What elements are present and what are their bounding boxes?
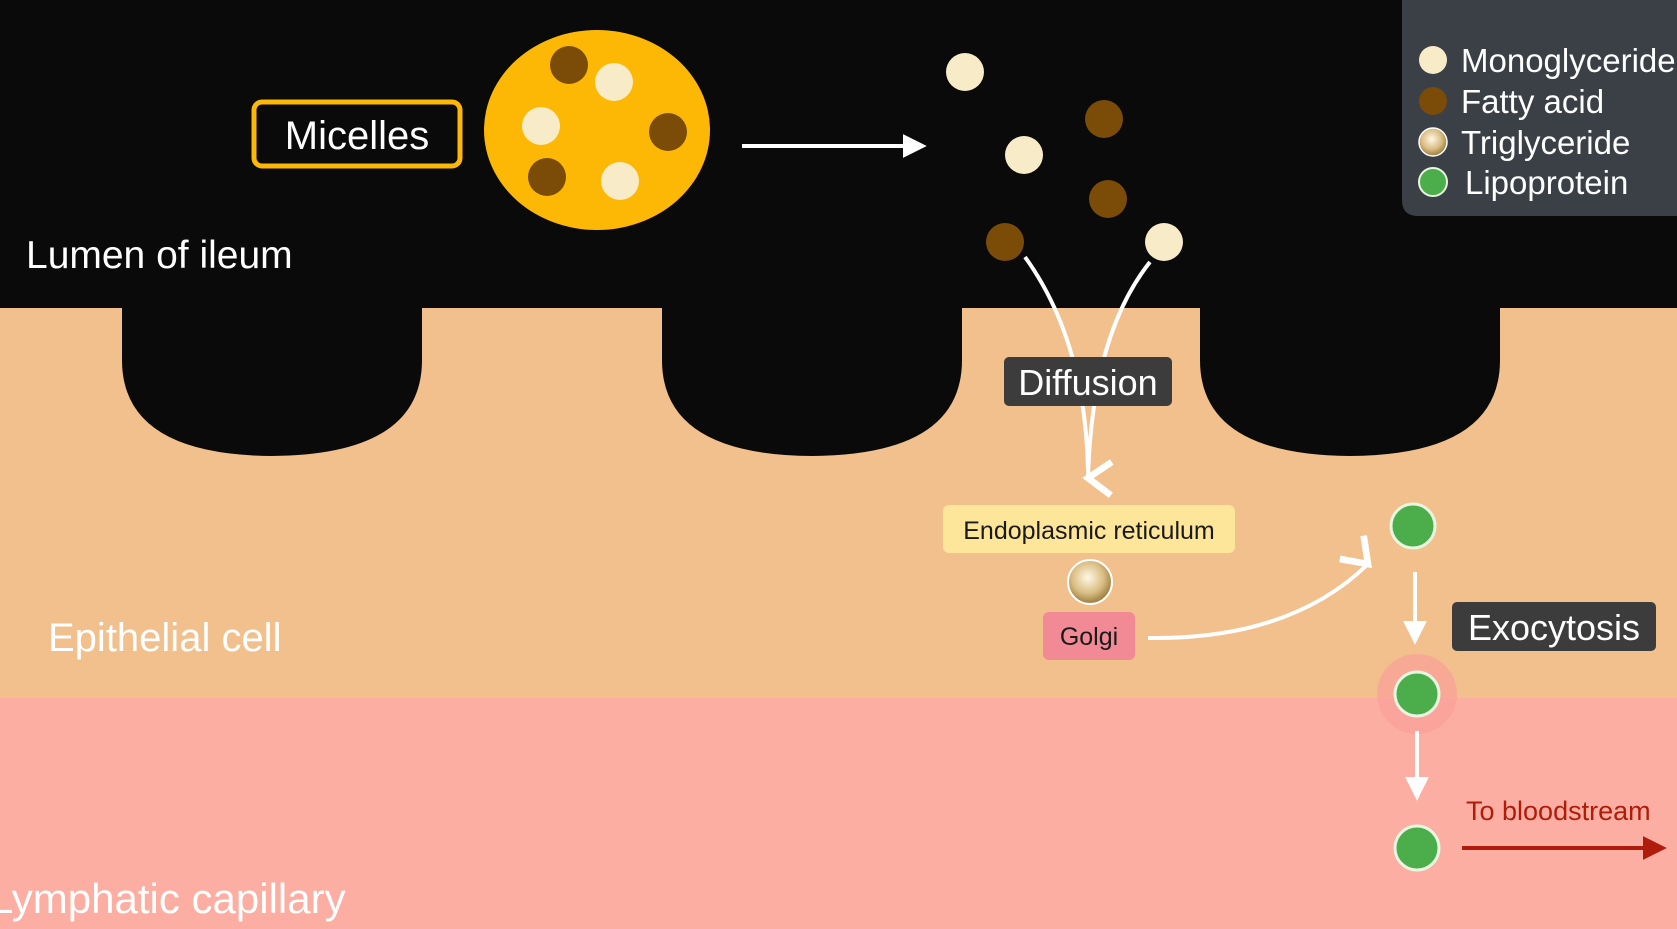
- er-box: [943, 505, 1235, 553]
- fatty-acid-dot: [649, 113, 687, 151]
- legend-label: Fatty acid: [1461, 83, 1604, 120]
- monoglyceride-free: [1005, 136, 1043, 174]
- golgi-box: [1043, 612, 1135, 660]
- legend: Monoglyceride Fatty acid Triglyceride Li…: [1402, 0, 1677, 216]
- villus-indent-3: [1200, 300, 1500, 456]
- triglyceride-swatch: [1418, 127, 1448, 157]
- diffusion-label: Diffusion: [1018, 362, 1157, 403]
- er-label: Endoplasmic reticulum: [963, 517, 1215, 545]
- legend-item-triglyceride: Triglyceride: [1418, 124, 1630, 161]
- exocytosis-label: Exocytosis: [1468, 607, 1640, 648]
- lipoprotein-membrane: [1393, 670, 1441, 718]
- villus-indent-1: [122, 300, 422, 456]
- legend-label: Monoglyceride: [1461, 42, 1676, 79]
- exocytosis-box: [1452, 602, 1656, 651]
- monoglyceride-dot: [601, 162, 639, 200]
- monoglyceride-dot: [522, 107, 560, 145]
- micelles-label: Micelles: [285, 114, 429, 158]
- monoglyceride-free: [1145, 223, 1183, 261]
- lipoprotein-lymph: [1393, 824, 1441, 872]
- lumen-label: Lumen of ileum: [26, 234, 293, 277]
- fatty-acid-free: [1089, 180, 1127, 218]
- fatty-acid-free: [1085, 100, 1123, 138]
- lipoprotein-cell: [1389, 502, 1437, 550]
- monoglyceride-dot: [595, 63, 633, 101]
- lymphatic-label: Lymphatic capillary: [0, 875, 346, 922]
- micelles-box: [251, 99, 463, 169]
- fatty-acid-swatch: [1419, 87, 1447, 115]
- bloodstream-label: To bloodstream: [1466, 796, 1651, 826]
- fatty-acid-dot: [528, 158, 566, 196]
- monoglyceride-free: [946, 53, 984, 91]
- legend-label: Lipoprotein: [1465, 164, 1628, 201]
- micelle: [484, 30, 710, 230]
- fatty-acid-free: [986, 223, 1024, 261]
- diffusion-path-right: [1082, 260, 1152, 498]
- villus-indent-2: [662, 300, 962, 456]
- epithelial-label: Epithelial cell: [48, 616, 281, 660]
- diffusion-path-left: [1023, 255, 1090, 471]
- golgi-label: Golgi: [1060, 623, 1118, 651]
- legend-item-fatty-acid: Fatty acid: [1419, 83, 1604, 120]
- legend-item-monoglyceride: Monoglyceride: [1419, 42, 1676, 79]
- monoglyceride-swatch: [1419, 46, 1447, 74]
- lymphatic-region: [0, 698, 1677, 929]
- golgi-to-lipoprotein-arrow: [1147, 535, 1373, 641]
- triglyceride-dot: [1067, 559, 1113, 605]
- diffusion-box: [1004, 357, 1172, 406]
- fatty-acid-dot: [550, 46, 588, 84]
- lipoprotein-swatch: [1418, 167, 1448, 197]
- legend-item-lipoprotein: Lipoprotein: [1418, 164, 1628, 201]
- legend-label: Triglyceride: [1461, 124, 1630, 161]
